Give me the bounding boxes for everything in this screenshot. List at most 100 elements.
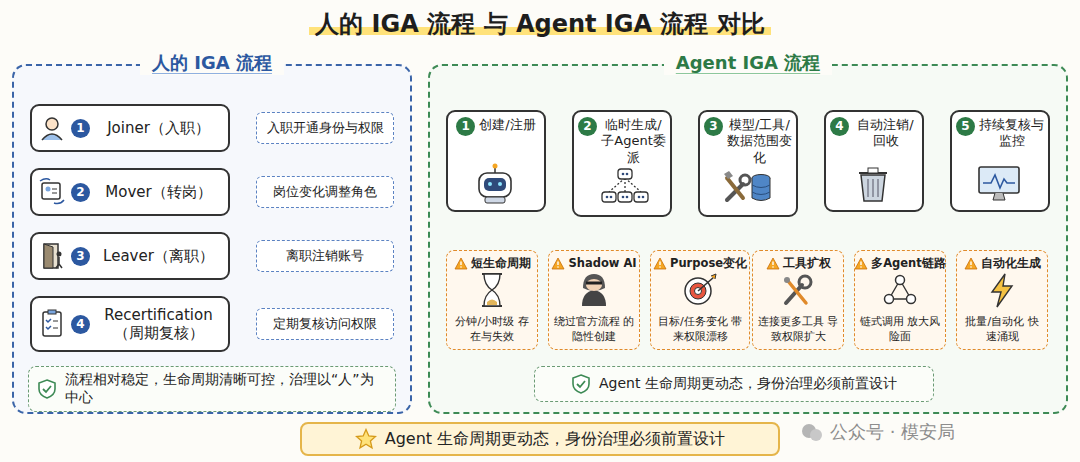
foot-icon: [571, 373, 591, 395]
title-text: 人的 IGA 流程 与 Agent IGA 流程 对比: [309, 10, 770, 38]
step-heading: 1创建/注册: [456, 117, 535, 136]
note-text: 定期复核访问权限: [273, 316, 377, 333]
step-number: 4: [830, 117, 849, 136]
step-heading: 4自动注销/ 回收: [830, 117, 918, 150]
warning-icon: [551, 257, 565, 270]
step-label: 模型/工具/ 数据范围变化: [727, 117, 792, 166]
warning-icon: [653, 257, 667, 270]
risk-title: 多Agent链路: [871, 256, 946, 271]
risk-box: Shadow AI 绕过官方流程 的隐性创建: [548, 250, 640, 350]
life-box: 2 Mover（转岗）: [30, 168, 230, 216]
step-icon: [847, 161, 901, 205]
risk-icon: [880, 271, 920, 309]
risk-text: 批量/自动化 快速涌现: [960, 315, 1044, 344]
step-heading: 5持续复核与 监控: [956, 117, 1044, 150]
risk-icon: [778, 271, 818, 309]
step-box: 5持续复核与 监控: [950, 110, 1050, 212]
risk-heading: Purpose变化: [653, 256, 747, 271]
step-number: 3: [704, 117, 723, 136]
risk-box: 多Agent链路链式调用 放大风险面: [854, 250, 946, 350]
risk-box: Purpose变化目标/任务变化 带来权限漂移: [650, 250, 750, 350]
risk-heading: Shadow AI: [551, 256, 636, 270]
risk-heading: 工具扩权: [766, 256, 831, 271]
risk-box: 短生命周期分钟/小时级 存在与失效: [446, 250, 538, 350]
risk-heading: 自动化生成: [964, 256, 1041, 271]
lifecycle-icon: [38, 241, 66, 271]
risk-icon: [472, 271, 512, 309]
note-box: 岗位变化调整角色: [256, 176, 394, 208]
banner-text: Agent 生命周期更动态，身份治理必须前置设计: [385, 429, 725, 450]
risk-icon: [574, 270, 614, 308]
risk-heading: 短生命周期: [454, 256, 531, 271]
step-icon: [595, 166, 649, 210]
banner-icon: [355, 428, 377, 450]
step-label: 创建/注册: [479, 117, 535, 133]
risk-text: 分钟/小时级 存在与失效: [450, 315, 534, 344]
risk-icon: [982, 271, 1022, 309]
foot-box: Agent 生命周期更动态，身份治理必须前置设计: [534, 366, 934, 402]
note-box: 离职注销账号: [256, 240, 394, 272]
foot-text: Agent 生命周期更动态，身份治理必须前置设计: [599, 375, 897, 393]
foot-text: 流程相对稳定，生命周期清晰可控，治理以“人”为中心: [65, 371, 387, 407]
lifecycle-icon: [38, 177, 66, 207]
step-heading: 3模型/工具/ 数据范围变化: [704, 117, 792, 166]
risk-text: 目标/任务变化 带来权限漂移: [654, 315, 746, 344]
risk-icon: [680, 271, 720, 309]
risk-box: 自动化生成批量/自动化 快速涌现: [956, 250, 1048, 350]
step-label: Mover（转岗）: [95, 183, 222, 201]
risk-title: 短生命周期: [471, 256, 531, 271]
step-label: 持续复核与 监控: [979, 117, 1044, 150]
panel-title: 人的 IGA 流程: [140, 51, 284, 75]
note-text: 入职开通身份与权限: [267, 120, 384, 137]
step-number: 5: [956, 117, 975, 136]
watermark: 公众号 · 模安局: [800, 420, 955, 444]
risk-title: 工具扩权: [783, 256, 831, 271]
step-number: 1: [71, 119, 90, 138]
step-icon: [469, 161, 523, 205]
diagram-title: 人的 IGA 流程 与 Agent IGA 流程 对比: [0, 8, 1080, 40]
step-box: 4自动注销/ 回收: [824, 110, 924, 212]
step-label: 临时生成/ 子Agent委派: [601, 117, 666, 166]
note-text: 离职注销账号: [286, 248, 364, 265]
step-icon: [721, 166, 775, 210]
life-box: 4 Recertification （周期复核）: [30, 296, 230, 352]
risk-text: 链式调用 放大风险面: [858, 315, 942, 344]
step-number: 1: [456, 117, 475, 136]
step-label: Recertification （周期复核）: [95, 306, 222, 342]
panel-box: Agent IGA 流程1创建/注册2临时生成/ 子Agent委派3模型/工具/…: [428, 64, 1068, 414]
life-box: 3Leaver（离职）: [30, 232, 230, 280]
step-number: 2: [71, 183, 90, 202]
risk-title: Shadow AI: [568, 256, 636, 270]
step-label: 自动注销/ 回收: [853, 117, 918, 150]
step-icon: [973, 161, 1027, 205]
risk-title: 自动化生成: [981, 256, 1041, 271]
foot-icon: [37, 378, 57, 400]
watermark-text: 公众号 · 模安局: [830, 420, 955, 444]
risk-heading: 多Agent链路: [854, 256, 946, 271]
panel-title: Agent IGA 流程: [664, 51, 832, 75]
warning-icon: [454, 257, 468, 270]
panel-heading: Agent IGA 流程: [430, 51, 1066, 75]
step-label: Joiner（入职）: [95, 119, 222, 137]
lifecycle-icon: [38, 309, 66, 339]
step-box: 2临时生成/ 子Agent委派: [572, 110, 672, 217]
risk-title: Purpose变化: [670, 256, 747, 271]
step-number: 4: [71, 315, 90, 334]
step-label: Leaver（离职）: [95, 247, 222, 265]
risk-box: 工具扩权连接更多工具 导致权限扩大: [752, 250, 844, 350]
warning-icon: [854, 257, 868, 270]
risk-text: 连接更多工具 导致权限扩大: [756, 315, 840, 344]
note-text: 岗位变化调整角色: [273, 184, 377, 201]
step-number: 2: [578, 117, 597, 136]
panel-heading: 人的 IGA 流程: [14, 51, 410, 75]
life-box: 1 Joiner（入职）: [30, 104, 230, 152]
note-box: 入职开通身份与权限: [256, 112, 394, 144]
foot-box: 流程相对稳定，生命周期清晰可控，治理以“人”为中心: [28, 366, 396, 412]
panel-box: 人的 IGA 流程1Joiner（入职）入职开通身份与权限2Mover（转岗）岗…: [12, 64, 412, 414]
step-box: 1创建/注册: [446, 110, 546, 212]
lifecycle-icon: [38, 113, 66, 143]
watermark-icon: [800, 421, 824, 443]
risk-text: 绕过官方流程 的隐性创建: [552, 315, 636, 344]
warning-icon: [766, 257, 780, 270]
